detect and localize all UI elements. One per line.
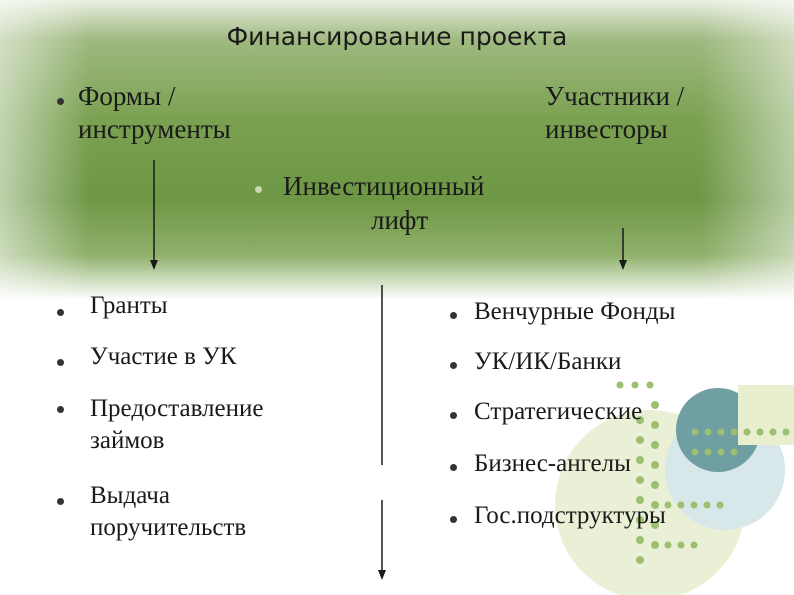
lift-heading-line2: лифт xyxy=(371,205,429,235)
forms-heading-line2: инструменты xyxy=(78,114,231,144)
left-item-bullet xyxy=(57,309,64,316)
lift-heading-line1: Инвестиционный xyxy=(283,171,485,201)
investors-arrow-head xyxy=(619,260,627,270)
left-item-guarantees-line1: Выдача xyxy=(90,482,170,509)
right-item-gov-structures: Гос.подструктуры xyxy=(474,502,666,529)
left-item-loans-line2: займов xyxy=(90,427,165,454)
right-item-bullet xyxy=(450,412,457,419)
left-item-bullet xyxy=(57,359,64,366)
forms-arrow-head xyxy=(150,260,158,270)
lift-bullet xyxy=(255,186,262,193)
right-item-venture-funds: Венчурные Фонды xyxy=(474,298,676,325)
left-item-grants: Гранты xyxy=(90,292,168,319)
right-item-banks: УК/ИК/Банки xyxy=(474,348,622,375)
left-item-loans-line1: Предоставление xyxy=(90,395,264,422)
right-item-bullet xyxy=(450,516,457,523)
forms-bullet xyxy=(57,98,64,105)
slide-title: Финансирование проекта xyxy=(226,22,568,51)
center-arrow-head xyxy=(378,570,386,580)
dot-grid xyxy=(616,381,790,564)
forms-heading-line1: Формы / xyxy=(78,81,176,111)
right-item-strategic: Стратегические xyxy=(474,398,643,425)
right-item-bullet xyxy=(450,464,457,471)
right-item-bullet xyxy=(450,312,457,319)
left-item-bullet xyxy=(57,406,64,413)
left-item-bullet xyxy=(57,498,64,505)
left-item-equity: Участие в УК xyxy=(90,343,237,370)
right-item-bullet xyxy=(450,362,457,369)
right-item-business-angels: Бизнес-ангелы xyxy=(474,450,631,477)
left-item-guarantees-line2: поручительств xyxy=(90,514,247,541)
investors-heading-line2: инвесторы xyxy=(545,114,668,144)
investors-heading-line1: Участники / xyxy=(545,81,685,111)
